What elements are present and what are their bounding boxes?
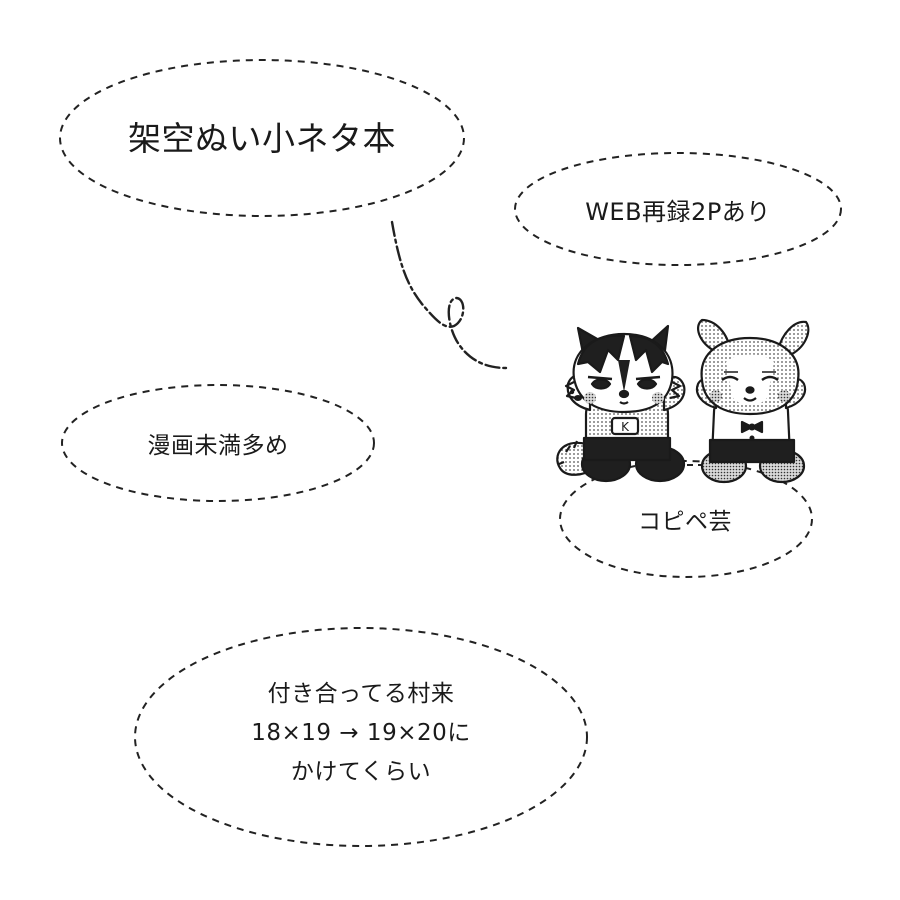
couple-line-2: 18×19 → 19×20に bbox=[251, 720, 471, 746]
wolf-plush: K bbox=[556, 324, 686, 483]
couple-bubble bbox=[134, 627, 588, 847]
copy-paste-text: コピペ芸 bbox=[638, 509, 732, 535]
deer-plush bbox=[695, 318, 810, 484]
bubble-tail bbox=[390, 220, 508, 370]
title-text: 架空ぬい小ネタ本 bbox=[128, 119, 396, 158]
manga-bubble bbox=[61, 384, 375, 502]
deer-ear-right bbox=[776, 320, 810, 356]
title-bubble bbox=[59, 59, 465, 217]
couple-text-block: 付き合ってる村来 18×19 → 19×20に かけてくらい bbox=[135, 675, 587, 792]
manga-less-text: 漫画未満多め bbox=[147, 433, 289, 459]
wolf-badge-text: K bbox=[621, 420, 630, 434]
web-rerecord-text: WEB再録2Pあり bbox=[585, 198, 771, 226]
couple-line-1: 付き合ってる村来 bbox=[267, 681, 455, 707]
web-bubble bbox=[514, 152, 842, 266]
copy-bubble bbox=[559, 460, 813, 578]
couple-line-3: かけてくらい bbox=[290, 759, 432, 785]
wolf-badge bbox=[610, 416, 640, 436]
